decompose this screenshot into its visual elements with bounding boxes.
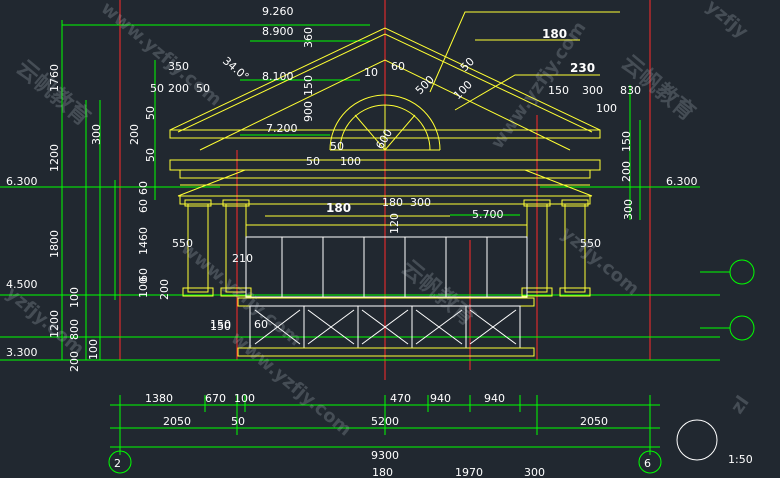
dim-200c: 200 [158, 279, 171, 300]
dim-300c: 300 [410, 196, 431, 209]
axis-bubble-left: 2 [108, 450, 132, 474]
dim-550-left: 550 [172, 237, 193, 250]
dim-b1380: 1380 [145, 392, 173, 405]
dim-180-top: 180 [542, 27, 567, 41]
dim-b940b: 940 [484, 392, 505, 405]
dim-b5200: 5200 [371, 415, 399, 428]
dim-500: 500 [413, 73, 437, 97]
axis-label-left: 2 [114, 457, 121, 470]
dim-50a: 50 [144, 106, 157, 120]
dim-100c: 100 [340, 155, 361, 168]
dim-200-right: 200 [620, 161, 633, 182]
dim-10: 10 [364, 66, 378, 79]
dim-210: 210 [232, 252, 253, 265]
watermark-2: yzfjy [702, 0, 752, 43]
elev-6300-left: 6.300 [6, 175, 38, 188]
facade-dimensions: 180 180 300 120 550 550 210 150 60 [172, 196, 601, 333]
axis-label-right: 6 [644, 457, 651, 470]
dim-900: 900 [302, 101, 315, 122]
elev-7200: 7.200 [266, 122, 298, 135]
dim-b2050l: 2050 [163, 415, 191, 428]
watermark-4: www.yzfjy.com [487, 18, 591, 153]
dim-50a: 50 [150, 82, 164, 95]
elev-6300-right: 6.300 [666, 175, 698, 188]
bottom-dimension-text: 1380 670 100 470 940 940 2050 50 5200 20… [145, 392, 608, 478]
dim-b670: 670 [205, 392, 226, 405]
elev-5700: 5.700 [472, 208, 504, 221]
dim-350: 350 [168, 60, 189, 73]
elev-8100: 8.100 [262, 70, 294, 83]
dim-800: 800 [68, 319, 81, 340]
dim-100a: 100 [137, 277, 150, 298]
dim-1760: 1760 [48, 64, 61, 92]
dim-600: 600 [373, 127, 395, 152]
dim-1800: 1800 [48, 230, 61, 258]
dim-50e: 50 [330, 140, 344, 153]
dim-total-9300: 9300 [371, 449, 399, 462]
dim-200b: 200 [68, 351, 81, 372]
dim-180-mid: 180 [326, 201, 351, 215]
dim-100c: 100 [87, 339, 100, 360]
dim-b940a: 940 [430, 392, 451, 405]
elevation-marks: 9.260 8.900 8.100 7.200 6.300 6.300 5.70… [6, 5, 698, 359]
elev-9260: 9.260 [262, 5, 294, 18]
dim-b180: 180 [372, 466, 393, 478]
dim-50d: 50 [306, 155, 320, 168]
level-guides [0, 20, 720, 361]
dim-200r: 200 [168, 82, 189, 95]
dim-60d: 60 [254, 318, 268, 331]
bottom-dimension-lines [110, 395, 660, 455]
dim-100b: 100 [68, 287, 81, 308]
building-outline [169, 27, 601, 357]
dim-300: 300 [90, 124, 103, 145]
dim-b100: 100 [234, 392, 255, 405]
dim-550-right: 550 [580, 237, 601, 250]
dim-b1970: 1970 [455, 466, 483, 478]
dim-150c: 150 [620, 131, 633, 152]
elev-3300: 3.300 [6, 346, 38, 359]
axis-bubble-right: 6 [638, 450, 662, 474]
dim-360: 360 [302, 27, 315, 48]
scale-indicator: 1:50 [676, 419, 753, 466]
dim-150-left: 150 [210, 318, 231, 331]
dim-60: 60 [391, 60, 405, 73]
dim-300-right: 300 [622, 199, 635, 220]
angle-label: 34.0° [220, 54, 251, 83]
elev-4500: 4.500 [6, 278, 38, 291]
dim-50b: 50 [144, 148, 157, 162]
dim-830: 830 [620, 84, 641, 97]
dim-150b: 150 [302, 75, 315, 96]
dim-60c: 60 [137, 268, 150, 282]
dim-1200: 1200 [48, 144, 61, 172]
dim-b470: 470 [390, 392, 411, 405]
left-vertical-dimensions: 1760 1200 1800 1200 300 200 50 50 60 60 … [48, 64, 231, 372]
dim-b2050r: 2050 [580, 415, 608, 428]
dim-150r: 150 [548, 84, 569, 97]
dim-60a: 60 [137, 181, 150, 195]
elev-8900: 8.900 [262, 25, 294, 38]
scale-label: 1:50 [728, 453, 753, 466]
dim-100a: 100 [451, 78, 475, 102]
leader-lines [265, 11, 620, 217]
dim-b50: 50 [231, 415, 245, 428]
dim-50c: 50 [458, 55, 477, 74]
dim-200: 200 [128, 124, 141, 145]
dim-b300: 300 [524, 466, 545, 478]
dim-300r: 300 [582, 84, 603, 97]
dim-150d: 150 [210, 320, 231, 333]
dim-50b: 50 [196, 82, 210, 95]
dim-100b: 100 [596, 102, 617, 115]
dim-60b: 60 [137, 199, 150, 213]
side-bubbles [700, 259, 755, 341]
dim-230: 230 [570, 61, 595, 75]
dim-1460: 1460 [137, 227, 150, 255]
dim-1200b: 1200 [48, 310, 61, 338]
dim-120: 120 [388, 213, 401, 234]
dim-180b: 180 [382, 196, 403, 209]
watermark-11: zl [727, 392, 754, 418]
watermark-8: 云帆教育 [396, 255, 480, 331]
